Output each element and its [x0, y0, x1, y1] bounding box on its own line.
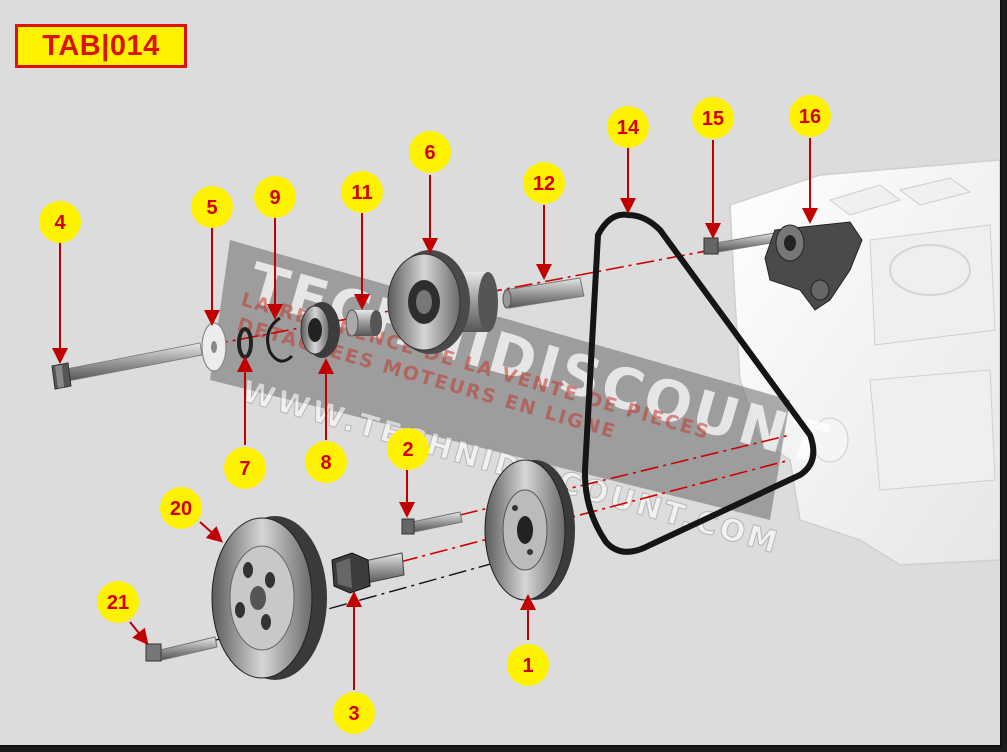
part-6-idler-pulley	[387, 250, 498, 354]
svg-text:16: 16	[799, 106, 821, 128]
svg-text:5: 5	[206, 197, 217, 219]
callout-4: 4	[39, 201, 81, 243]
svg-text:8: 8	[320, 452, 331, 474]
svg-text:1: 1	[522, 655, 533, 677]
svg-text:20: 20	[170, 498, 192, 520]
callout-6: 6	[409, 131, 451, 173]
svg-text:6: 6	[424, 142, 435, 164]
svg-text:3: 3	[348, 703, 359, 725]
part-20-large-pulley	[211, 516, 327, 680]
callout-3: 3	[333, 692, 375, 734]
part-8-bearing	[300, 302, 340, 358]
callout-9: 9	[254, 176, 296, 218]
belt-14	[581, 211, 817, 555]
part-21-bolt	[145, 636, 218, 662]
callout-leaders	[52, 138, 818, 690]
part-9-circlip	[266, 316, 294, 363]
callout-5: 5	[191, 186, 233, 228]
part-16-tensioner-bracket	[764, 221, 863, 311]
part-4-long-bolt	[51, 342, 203, 390]
part-12-pin	[502, 277, 585, 309]
callout-16: 16	[789, 95, 831, 137]
part-1-crank-pulley	[484, 459, 575, 601]
callout-2: 2	[387, 428, 429, 470]
callout-1: 1	[507, 644, 549, 686]
svg-text:14: 14	[617, 117, 640, 139]
svg-text:21: 21	[107, 592, 129, 614]
callout-15: 15	[692, 97, 734, 139]
svg-text:9: 9	[269, 187, 280, 209]
svg-text:12: 12	[533, 173, 555, 195]
part-2-bolt	[401, 511, 463, 535]
callout-21: 21	[97, 581, 139, 623]
callout-7: 7	[224, 447, 266, 489]
svg-text:11: 11	[351, 182, 372, 204]
callout-14: 14	[607, 106, 649, 148]
part-15-bolt	[703, 231, 783, 255]
callout-12: 12	[523, 162, 565, 204]
callout-8: 8	[305, 441, 347, 483]
svg-text:15: 15	[702, 108, 724, 130]
svg-text:7: 7	[239, 458, 250, 480]
svg-text:4: 4	[54, 212, 66, 234]
callout-20: 20	[160, 487, 202, 529]
part-3-hex-bolt	[331, 552, 405, 594]
part-11-spacer	[345, 309, 382, 337]
svg-text:2: 2	[402, 439, 413, 461]
callout-11: 11	[341, 171, 383, 213]
tab-code-label: TAB|014	[15, 24, 187, 68]
